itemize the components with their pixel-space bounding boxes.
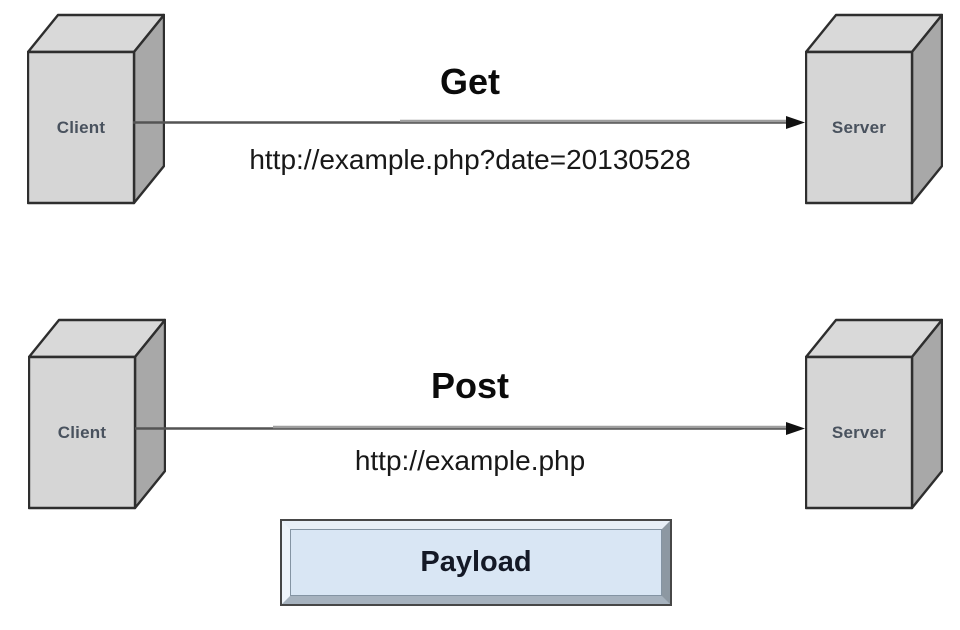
post-request-url: http://example.php <box>354 445 586 476</box>
get-request-url: http://example.php?date=20130528 <box>249 144 691 175</box>
get-request-arrow-icon <box>133 116 805 129</box>
cuboid-3d-icon <box>805 13 943 205</box>
cuboid-3d-icon <box>27 13 165 205</box>
post-method-title: Post <box>430 365 509 406</box>
get-client-node: Client <box>27 13 165 205</box>
server-label: Server <box>831 117 887 137</box>
post-server-node: Server <box>805 318 943 510</box>
post-request-arrow-icon <box>135 422 805 435</box>
payload-label: Payload <box>290 529 662 596</box>
cuboid-3d-icon <box>805 318 943 510</box>
client-label: Client <box>56 117 106 137</box>
get-server-node: Server <box>805 13 943 205</box>
payload-box-bevel: Payload <box>282 521 670 604</box>
post-client-node: Client <box>28 318 166 510</box>
client-label: Client <box>57 422 107 442</box>
cuboid-3d-icon <box>28 318 166 510</box>
server-label: Server <box>831 422 887 442</box>
payload-box: Payload <box>280 519 672 606</box>
get-method-title: Get <box>439 61 500 102</box>
